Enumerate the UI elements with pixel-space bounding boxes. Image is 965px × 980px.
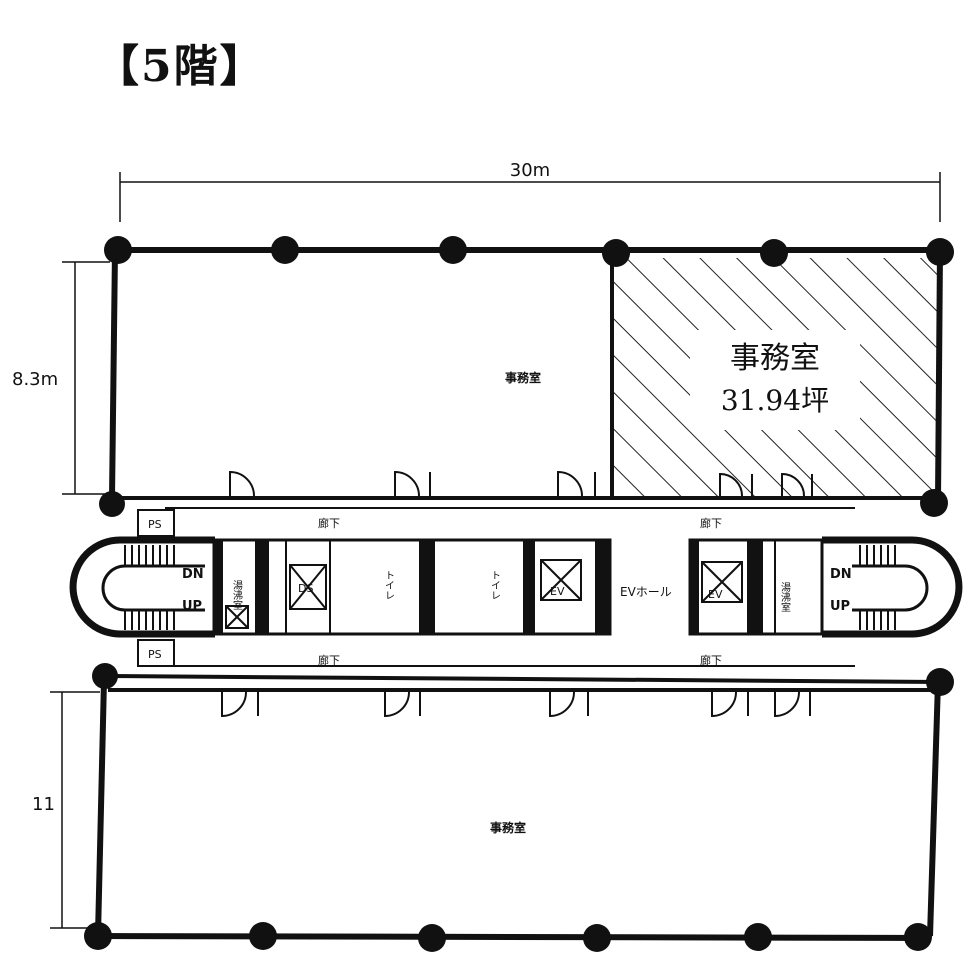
left-stair-dn: DN [182,567,204,582]
ps-shafts: PS PS [137,509,175,667]
corridor-bottom-left: 廊下 [318,653,340,667]
core-left-cluster [212,538,612,636]
kitchen-left: 湯沸室 [231,579,243,610]
floor-title: 【5階】 [95,41,266,92]
kitchen-right: 湯沸室 [779,581,791,612]
columns [84,236,954,952]
corridor-top-right: 廊下 [700,516,722,530]
dimension-top-depth-label: 8.3m [12,369,58,390]
dimension-top-depth: 8.3m [12,261,110,495]
ds-left: DS [298,582,313,595]
doors-bottom [221,691,811,718]
building-walls [95,247,943,941]
corridor-top-left: 廊下 [318,516,340,530]
toilet-left: トイレ [383,570,395,600]
ps-bottom: PS [148,648,162,661]
right-stair: DN UP [822,536,963,638]
doors-top [229,470,813,497]
ev-left: EV [550,585,565,598]
core-right-cluster [688,538,824,636]
office-top-right-area: 31.94坪 [721,384,829,417]
ev-right: EV [708,588,723,601]
dimension-bottom-depth-label: 11 [32,794,55,815]
left-stair-up: UP [182,599,202,614]
office-top-right-label: 事務室 [730,341,820,376]
hatched-office-label-bg [690,330,860,430]
left-stair: DN UP [69,536,215,638]
dimension-width-label: 30m [510,160,550,181]
right-stair-dn: DN [830,567,852,582]
ev-hall-label: EVホール [620,585,672,599]
dimension-bottom-depth: 11 [32,691,100,929]
office-top-left-label: 事務室 [505,370,541,385]
right-stair-up: UP [830,599,850,614]
dimension-width: 30m [119,160,941,222]
toilet-right: トイレ [489,570,501,600]
office-bottom-label: 事務室 [490,820,526,835]
corridor-bottom-right: 廊下 [700,653,722,667]
ps-top: PS [148,518,162,531]
